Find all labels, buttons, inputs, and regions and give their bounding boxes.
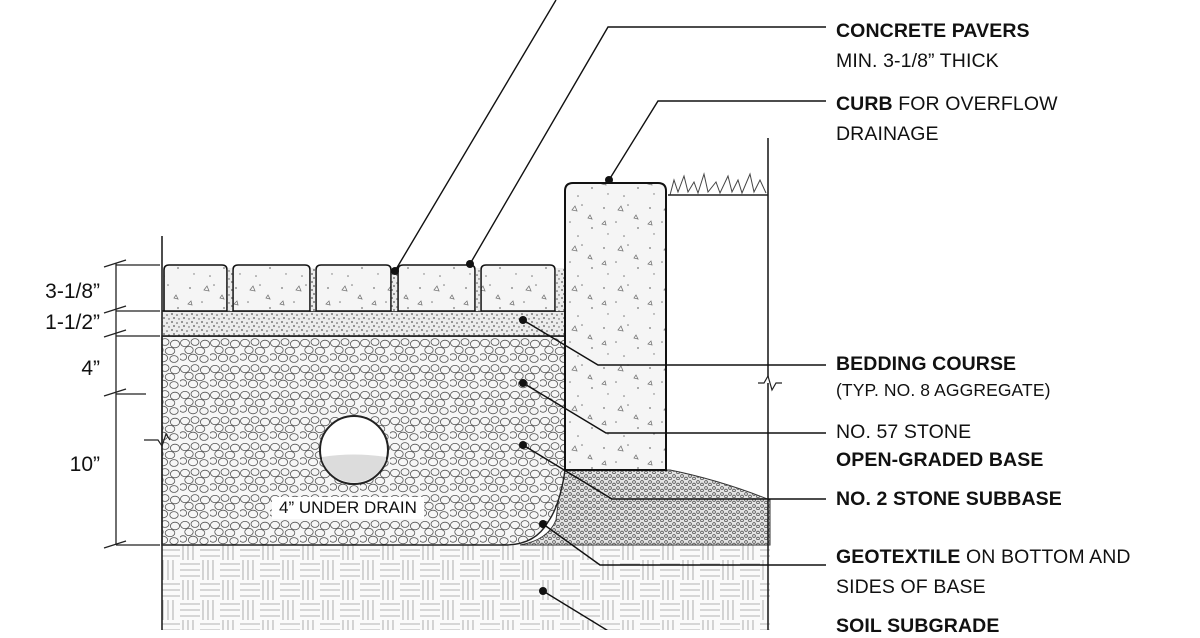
label-bedding-course: BEDDING COURSE (TYP. NO. 8 AGGREGATE) (836, 353, 1051, 402)
concrete-pavers (163, 264, 556, 312)
label-open-graded-title: OPEN-GRADED BASE (836, 449, 1044, 471)
label-geotextile-line2: SIDES OF BASE (836, 576, 986, 598)
label-concrete-pavers: CONCRETE PAVERS MIN. 3-1/8” THICK (836, 20, 1030, 73)
label-curb: CURB FOR OVERFLOW DRAINAGE (836, 93, 1058, 146)
label-bedding-title: BEDDING COURSE (836, 353, 1017, 375)
label-concrete-pavers-title: CONCRETE PAVERS (836, 20, 1030, 42)
dim-bedding: 1-1/2” (45, 311, 100, 334)
soil-subgrade (162, 545, 770, 630)
label-curb-line2: DRAINAGE (836, 123, 939, 145)
dim-base: 4” (81, 357, 100, 380)
label-geotextile-rest: ON BOTTOM AND (960, 546, 1131, 568)
under-drain-label: 4” UNDER DRAIN (272, 497, 424, 519)
label-concrete-pavers-line2: MIN. 3-1/8” THICK (836, 50, 999, 72)
label-geotextile: GEOTEXTILE ON BOTTOM AND SIDES OF BASE (836, 546, 1131, 599)
leader-lines (394, 0, 826, 630)
label-no2-subbase: NO. 2 STONE SUBBASE (836, 488, 1062, 511)
curb (564, 182, 667, 471)
label-geotextile-title: GEOTEXTILE (836, 546, 961, 568)
bedding-course (161, 310, 566, 337)
label-bedding-line2: (TYP. NO. 8 AGGREGATE) (836, 380, 1051, 400)
dimension-line (103, 259, 160, 549)
dim-pavers: 3-1/8” (45, 280, 100, 303)
label-no2-title: NO. 2 STONE SUBBASE (836, 488, 1062, 510)
label-curb-title: CURB (836, 93, 893, 115)
label-soil-title: SOIL SUBGRADE (836, 615, 1000, 637)
grass (669, 172, 767, 196)
dim-subbase: 10” (69, 453, 100, 476)
under-drain-pipe (319, 415, 389, 485)
leader-dots (391, 176, 613, 595)
label-no57-stone: NO. 57 STONE (836, 421, 972, 443)
label-curb-rest: FOR OVERFLOW (892, 93, 1058, 115)
label-soil-subgrade: SOIL SUBGRADE (836, 615, 999, 638)
label-open-graded-base: OPEN-GRADED BASE (836, 449, 1043, 472)
